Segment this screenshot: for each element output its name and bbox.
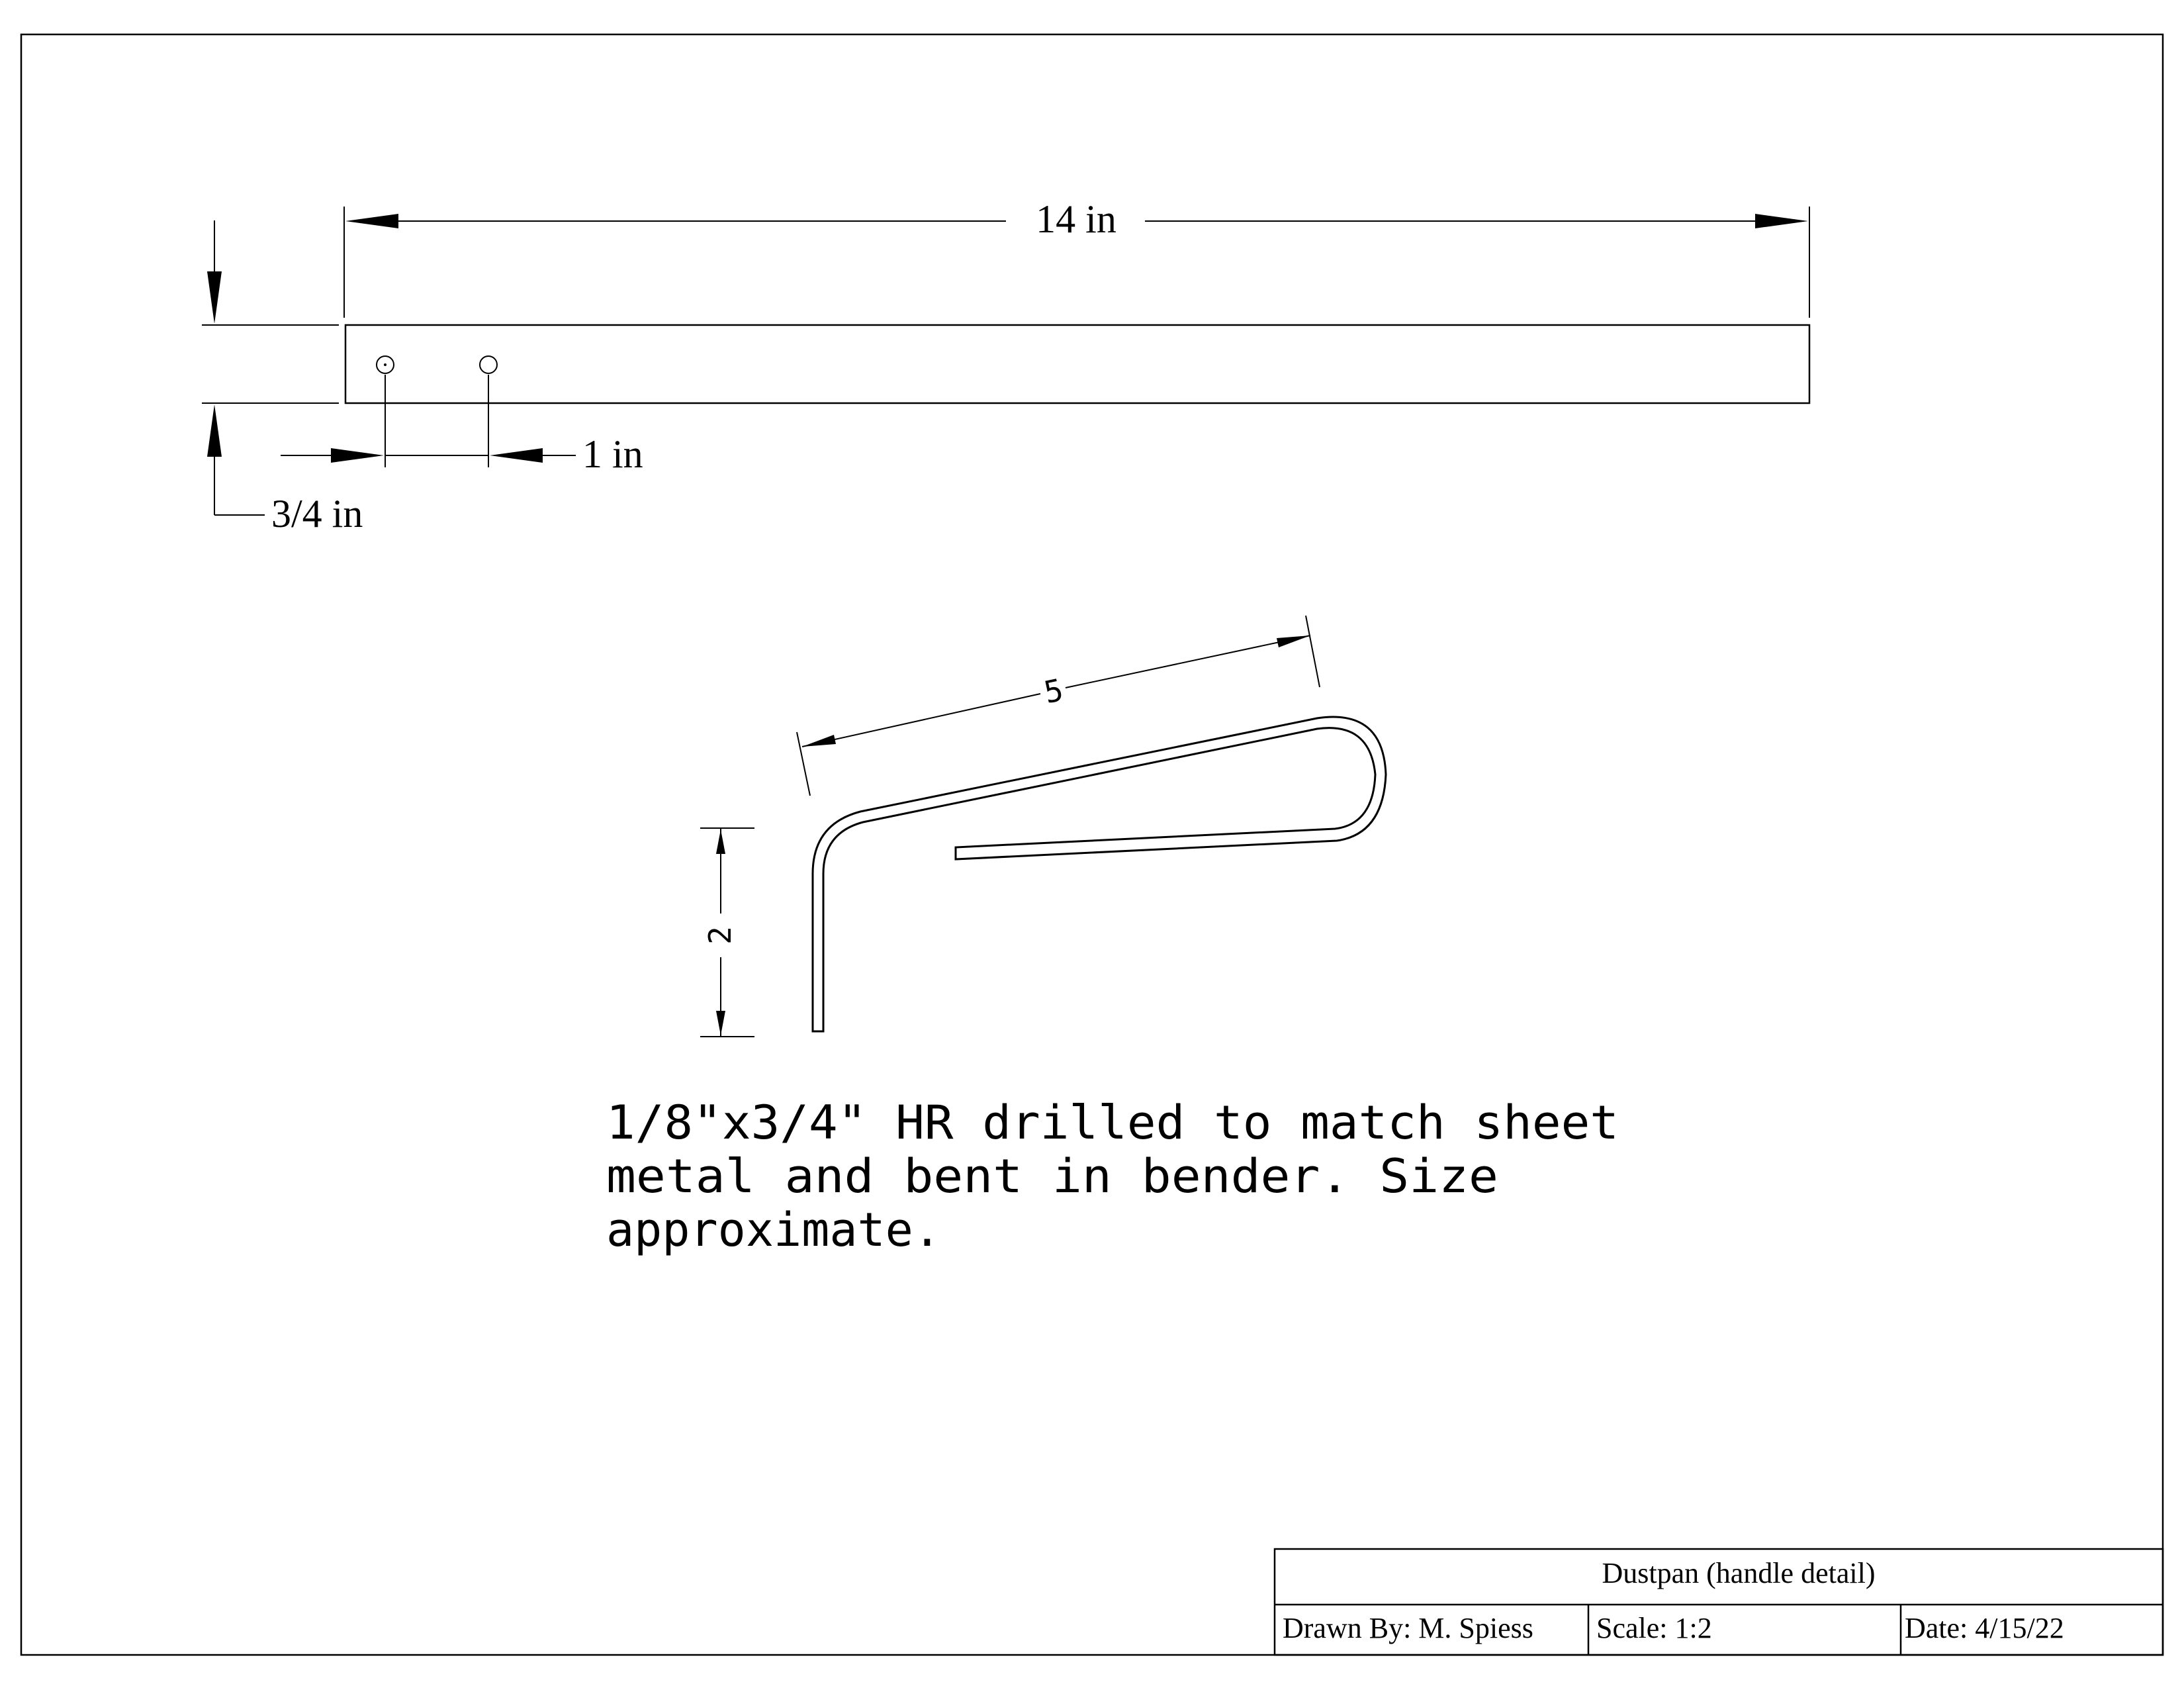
arrowhead-left: [345, 214, 398, 228]
note-line-1: 1/8"x3/4" HR drilled to match sheet: [606, 1096, 1619, 1150]
hole-2: [479, 355, 498, 374]
dimension-line-5-left: [801, 693, 1041, 747]
extension-line-5-right: [1305, 615, 1320, 688]
flat-bar-outline: [344, 324, 1811, 404]
note-line-2: metal and bent in bender. Size: [606, 1149, 1498, 1203]
arrowhead-5-left: [802, 735, 836, 747]
arrowhead-up: [207, 404, 222, 457]
sheet-border: [20, 33, 2164, 1656]
height-2-label: 2: [702, 926, 738, 945]
fabrication-note: 1/8"x3/4" HR drilled to match sheet meta…: [606, 1096, 1619, 1257]
scale: Scale: 1:2: [1596, 1612, 1712, 1644]
drawing-title: Dustpan (handle detail): [1602, 1557, 1876, 1589]
hole-spacing-label: 1 in: [582, 432, 643, 476]
height-2-dimension: 2: [700, 827, 754, 1037]
arrowhead-2-up: [716, 829, 725, 854]
extension-line-5-left: [796, 731, 811, 796]
bent-handle-profile: [811, 716, 1387, 1033]
bent-view: 5 2: [700, 615, 1387, 1037]
arrowhead-right: [1755, 214, 1808, 228]
dimension-line-5-right: [1065, 635, 1311, 688]
width-label: 3/4 in: [271, 492, 363, 536]
hole-1-center: [384, 363, 387, 366]
width-dimension: 3/4 in: [202, 220, 363, 536]
arrowhead-down: [207, 271, 222, 324]
hole-1: [376, 355, 394, 374]
length-5-dimension: 5: [796, 615, 1320, 796]
note-line-3: approximate.: [606, 1203, 941, 1257]
length-5-label: 5: [1041, 672, 1066, 711]
length-dimension: 14 in: [343, 197, 1810, 318]
title-block: Dustpan (handle detail) Drawn By: M. Spi…: [1273, 1548, 2164, 1656]
arrowhead-left-to-hole-2: [490, 448, 543, 463]
arrowhead-5-right: [1277, 635, 1310, 647]
arrowhead-right-to-hole-1: [331, 448, 384, 463]
title-block-frame: [1273, 1548, 2164, 1656]
arrowhead-2-down: [716, 1011, 725, 1035]
top-view: 14 in 3/4 in 1 in: [202, 197, 1811, 536]
hole-spacing-dimension: 1 in: [281, 375, 643, 476]
drawn-by: Drawn By: M. Spiess: [1283, 1612, 1533, 1644]
length-label: 14 in: [1036, 197, 1116, 241]
date: Date: 4/15/22: [1905, 1612, 2064, 1644]
